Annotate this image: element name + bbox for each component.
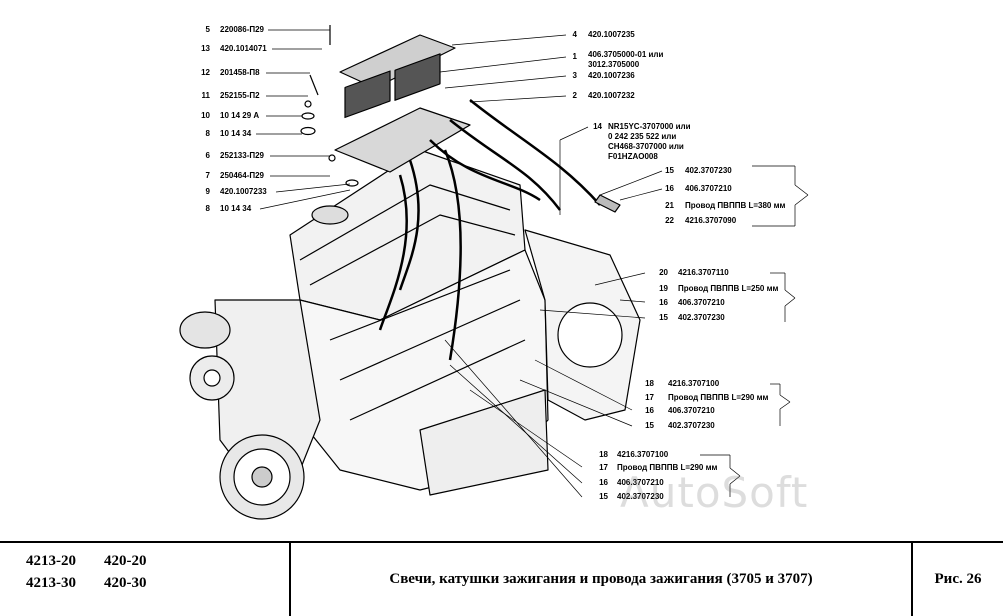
callout-number: 1 (572, 52, 577, 61)
callout-number: 17 (599, 463, 608, 472)
model-code: 420-20 (104, 553, 147, 569)
callout-part: 420.1007236 (588, 71, 635, 80)
callout-number: 7 (205, 171, 210, 180)
callout-number: 5 (205, 25, 210, 34)
callout-part: 10 14 34 (220, 204, 252, 213)
coil-bracket (334, 107, 471, 173)
callout-part: 406.3705000-01 или (588, 50, 664, 59)
callout-number: 17 (645, 393, 654, 402)
callout-part: Провод ПВППВ L=380 мм (685, 201, 786, 210)
watermark: AutoSoft (620, 468, 809, 517)
callout-part: 420.1007233 (220, 187, 267, 196)
callout-part: 10 14 34 (220, 129, 252, 138)
callout-part: 4216.3707090 (685, 216, 737, 225)
callout-number: 16 (599, 478, 608, 487)
model-code: 420-30 (104, 575, 147, 591)
callout-part: 10 14 29 А (220, 111, 260, 120)
callout-number: 15 (645, 421, 654, 430)
callout-part: 4216.3707100 (668, 379, 720, 388)
callout-part: 3012.3705000 (588, 60, 640, 69)
callout-part: Провод ПВППВ L=250 мм (678, 284, 779, 293)
callout-number: 20 (659, 268, 668, 277)
callout-part: 252155-П2 (220, 91, 260, 100)
callout-number: 10 (201, 111, 210, 120)
callout-number: 6 (205, 151, 210, 160)
callout-part: 250464-П29 (220, 171, 265, 180)
model-code: 4213-30 (26, 575, 76, 591)
callout-part: F01HZAO008 (608, 152, 658, 161)
callout-number: 16 (645, 406, 654, 415)
callout-number: 13 (201, 44, 210, 53)
figure-number: Рис. 26 (934, 571, 982, 587)
callout-number: 8 (205, 129, 210, 138)
callout-number: 2 (572, 91, 577, 100)
callout-part: 4216.3707110 (678, 268, 729, 277)
callout-part: CH468-3707000 или (608, 142, 684, 151)
callout-part: 4216.3707100 (617, 450, 669, 459)
callout-number: 3 (572, 71, 577, 80)
callout-part: 406.3707210 (678, 298, 725, 307)
callout-part: NR15YC-3707000 или (608, 122, 691, 131)
callout-part: 402.3707230 (678, 313, 725, 322)
figure-caption: Свечи, катушки зажигания и провода зажиг… (389, 571, 813, 587)
alternator (179, 311, 231, 349)
callout-number: 8 (205, 204, 210, 213)
callout-part: Провод ПВППВ L=290 мм (617, 463, 718, 472)
figure-number-cell: Рис. 26 (913, 543, 1003, 616)
ignition-lead (429, 139, 541, 202)
callout-number: 15 (659, 313, 668, 322)
oil-pan (419, 389, 549, 496)
callout-part: 201458-П8 (220, 68, 260, 77)
callout-part: 420.1007235 (588, 30, 635, 39)
callout-part: 402.3707230 (668, 421, 715, 430)
caption-cell: Свечи, катушки зажигания и провода зажиг… (291, 543, 913, 616)
callout-number: 18 (599, 450, 608, 459)
callout-number: 4 (572, 30, 577, 39)
callout-part: 406.3707210 (685, 184, 732, 193)
callout-part: 420.1007232 (588, 91, 635, 100)
callout-part: 406.3707210 (617, 478, 664, 487)
callout-part: 420.1014071 (220, 44, 267, 53)
callout-part: 402.3707230 (685, 166, 732, 175)
callout-number: 19 (659, 284, 668, 293)
callout-part: 406.3707210 (668, 406, 715, 415)
callout-number: 14 (593, 122, 602, 131)
callout-number: 18 (645, 379, 654, 388)
callout-number: 22 (665, 216, 674, 225)
model-code: 4213-20 (26, 553, 76, 569)
callout-part: 252133-П29 (220, 151, 265, 160)
callout-number: 11 (201, 91, 210, 100)
callout-number: 16 (665, 184, 674, 193)
callout-number: 16 (659, 298, 668, 307)
callout-number: 15 (599, 492, 608, 501)
spark-plug (594, 194, 621, 213)
callout-number: 15 (665, 166, 674, 175)
callout-number: 21 (665, 201, 674, 210)
callout-part: 0 242 235 522 или (608, 132, 677, 141)
callout-part: 402.3707230 (617, 492, 664, 501)
callout-number: 9 (205, 187, 210, 196)
callout-part: Провод ПВППВ L=290 мм (668, 393, 769, 402)
title-block: 4213-20 420-20 4213-30 420-30 Свечи, кат… (0, 541, 1003, 616)
callout-part: 220086-П29 (220, 25, 265, 34)
engine-illustration (179, 25, 809, 520)
models-cell: 4213-20 420-20 4213-30 420-30 (0, 543, 291, 616)
callout-number: 12 (201, 68, 210, 77)
